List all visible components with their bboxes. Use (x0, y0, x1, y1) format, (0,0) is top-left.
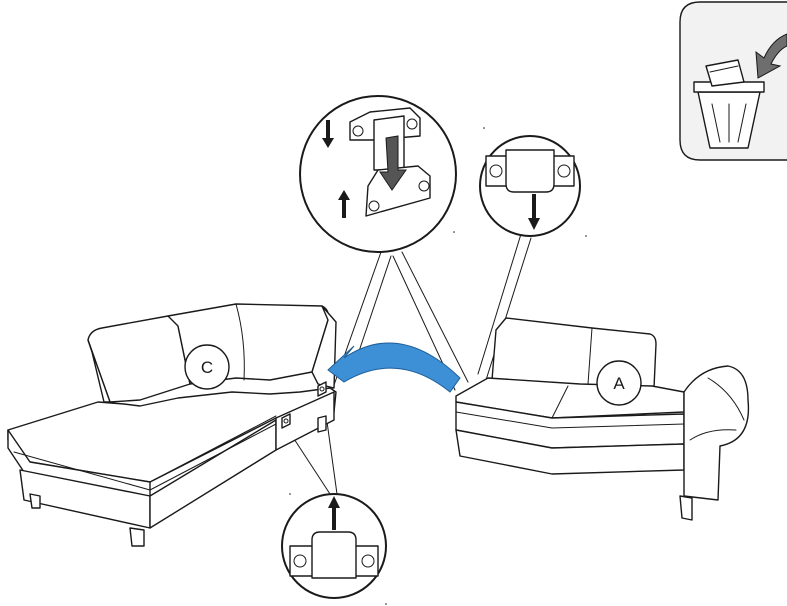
svg-text:A: A (613, 374, 625, 393)
connector-detail-bottom (281, 493, 387, 599)
svg-text:C: C (201, 358, 213, 377)
module-c-label: C (184, 344, 230, 390)
sofa-module-a: A (455, 317, 750, 521)
connector-detail-right (479, 135, 581, 237)
join-direction-arrow (327, 342, 461, 393)
stray-dots (289, 127, 587, 605)
discard-packaging-panel (679, 1, 787, 161)
trash-bin-icon (693, 59, 765, 149)
sofa-module-c: C (7, 303, 337, 547)
discard-arrow-icon (755, 33, 787, 79)
connector-detail-top (299, 95, 457, 253)
module-a-label: A (596, 360, 642, 406)
